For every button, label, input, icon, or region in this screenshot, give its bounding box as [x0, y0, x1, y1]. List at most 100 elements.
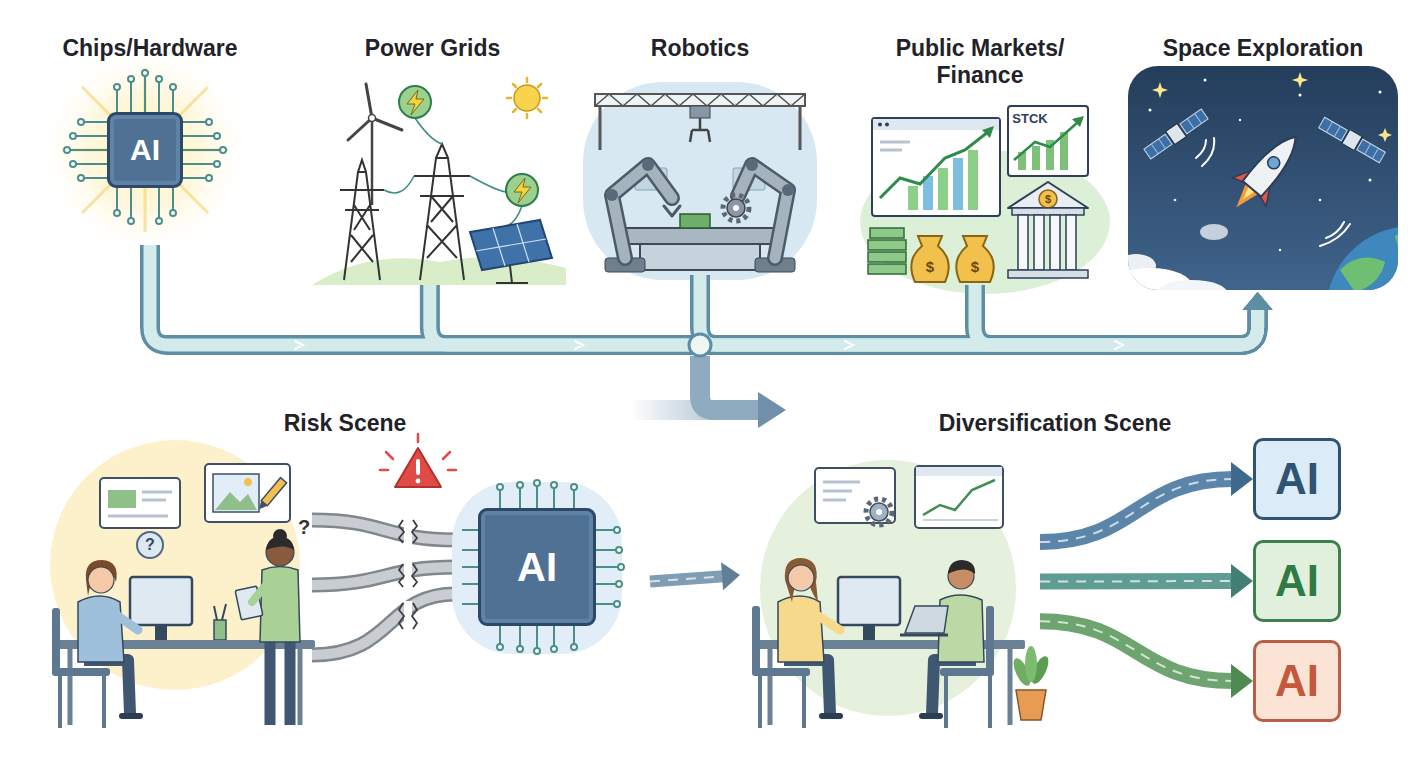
- pipe-connector: [150, 245, 1258, 345]
- chip-backdrop: [616, 547, 622, 553]
- space-illustration: [1340, 258, 1385, 291]
- space-illustration: [1149, 79, 1382, 252]
- trace-end: [156, 76, 162, 82]
- risk-scene-illustration: [155, 625, 167, 640]
- space-illustration: [1200, 224, 1228, 240]
- arrow-head: [1243, 292, 1273, 310]
- finance-illustration: [908, 186, 918, 210]
- diversification-scene-illustration: [932, 660, 976, 714]
- chip-backdrop: [517, 646, 523, 652]
- trace-end: [142, 70, 148, 76]
- trace-end: [206, 119, 212, 125]
- arrow-head: [1231, 664, 1253, 698]
- finance-illustration: [885, 123, 889, 127]
- warning-sign: [395, 448, 441, 487]
- risk-scene-illustration: [130, 577, 192, 625]
- space-illustration: [1151, 114, 1201, 154]
- arrow-head: [721, 562, 740, 590]
- flow-arrow: [650, 576, 724, 581]
- robotics-illustration: [595, 94, 805, 106]
- trace-end: [78, 119, 84, 125]
- arrow-head: [1243, 292, 1273, 310]
- robotics-illustration: [595, 94, 805, 106]
- chip-backdrop: [551, 482, 557, 488]
- broken-pipes: [404, 562, 412, 588]
- finance-illustration: [953, 158, 963, 210]
- scene-heading: Space Exploration: [1128, 35, 1398, 62]
- circuit-traces: [70, 122, 107, 178]
- risk-scene-illustration: [260, 567, 300, 643]
- risk-scene-illustration: [270, 640, 290, 725]
- circuit-traces: [70, 76, 220, 218]
- scene-panel: Power Grids: [300, 35, 565, 285]
- diversification-scene-illustration: [870, 503, 888, 521]
- diversification-scene-illustration: [812, 612, 840, 630]
- diversification-scene-illustration: [1025, 646, 1037, 682]
- chip-label: AI: [130, 135, 160, 165]
- chip-backdrop: [452, 482, 622, 654]
- chip-backdrop: [616, 581, 622, 587]
- trace-end: [214, 161, 220, 167]
- risk-scene-illustration: [84, 660, 130, 714]
- chip-backdrop: [571, 484, 577, 490]
- arrow-head: [1243, 292, 1273, 310]
- scene-heading: Robotics: [580, 35, 820, 62]
- scene-panel: Public Markets/ Finance: [855, 35, 1105, 285]
- risk-scene-illustration: [213, 474, 259, 512]
- diversification-scene-illustration: [915, 466, 1003, 528]
- space-illustration: [1299, 94, 1302, 97]
- connector-group: [150, 245, 1258, 681]
- chip-backdrop: [571, 644, 577, 650]
- pipe-decor: [689, 334, 711, 356]
- risk-scene-illustration: [108, 492, 172, 516]
- flow-arrow: [1040, 621, 1233, 681]
- power-grid-illustration: [407, 90, 424, 115]
- diversification-scene-illustration: [940, 668, 994, 676]
- finance-illustration: [860, 106, 1110, 294]
- trace-end: [70, 133, 76, 139]
- diversification-scene-illustration: [916, 467, 1002, 476]
- robotics-illustration: [723, 195, 749, 221]
- finance-illustration: [911, 236, 948, 282]
- connector-group: [721, 292, 1273, 698]
- flow-arrow: [1040, 573, 1233, 590]
- pipe-connector: [700, 275, 1258, 345]
- trace-end: [128, 218, 134, 224]
- risk-scene-illustration: [108, 490, 136, 508]
- space-illustration: [1180, 109, 1208, 134]
- space-illustration: [1395, 233, 1398, 258]
- diversification-scene-illustration: [760, 676, 804, 728]
- trace-end: [64, 70, 226, 224]
- icon-text: ?: [298, 517, 310, 537]
- risk-scene-illustration: [214, 604, 226, 620]
- space-illustration: [1379, 91, 1382, 94]
- risk-scene-illustration: [78, 596, 124, 662]
- robotics-illustration: [782, 184, 794, 196]
- scene-panel: Diversification Scene: [740, 410, 1040, 740]
- ai-box: AI: [1253, 438, 1341, 520]
- trace-end: [214, 133, 220, 139]
- icon-text: ?: [145, 537, 155, 553]
- diversification-scene-illustration: [900, 634, 948, 637]
- trace-end: [70, 161, 76, 167]
- diversification-scene-illustration: [948, 560, 975, 574]
- flow-arrow: [1040, 621, 1233, 681]
- diversification-scene-illustration: [946, 676, 990, 728]
- finance-illustration: [880, 142, 910, 150]
- icon-text: STCK: [1012, 112, 1047, 125]
- robotics-illustration: [583, 82, 817, 280]
- warning-sign: [416, 459, 420, 475]
- trace-end: [156, 218, 162, 224]
- icon-text: $: [971, 259, 979, 274]
- diversification-scene-illustration: [752, 606, 760, 672]
- chip-backdrop: [534, 480, 540, 486]
- finance-illustration: [868, 264, 906, 274]
- space-illustration: [1239, 119, 1241, 121]
- finance-illustration: [1072, 116, 1084, 127]
- risk-scene-illustration: [261, 478, 286, 506]
- chip-backdrop: [614, 601, 620, 607]
- scene-heading: Public Markets/ Finance: [880, 35, 1080, 89]
- risk-scene-illustration: [256, 501, 267, 512]
